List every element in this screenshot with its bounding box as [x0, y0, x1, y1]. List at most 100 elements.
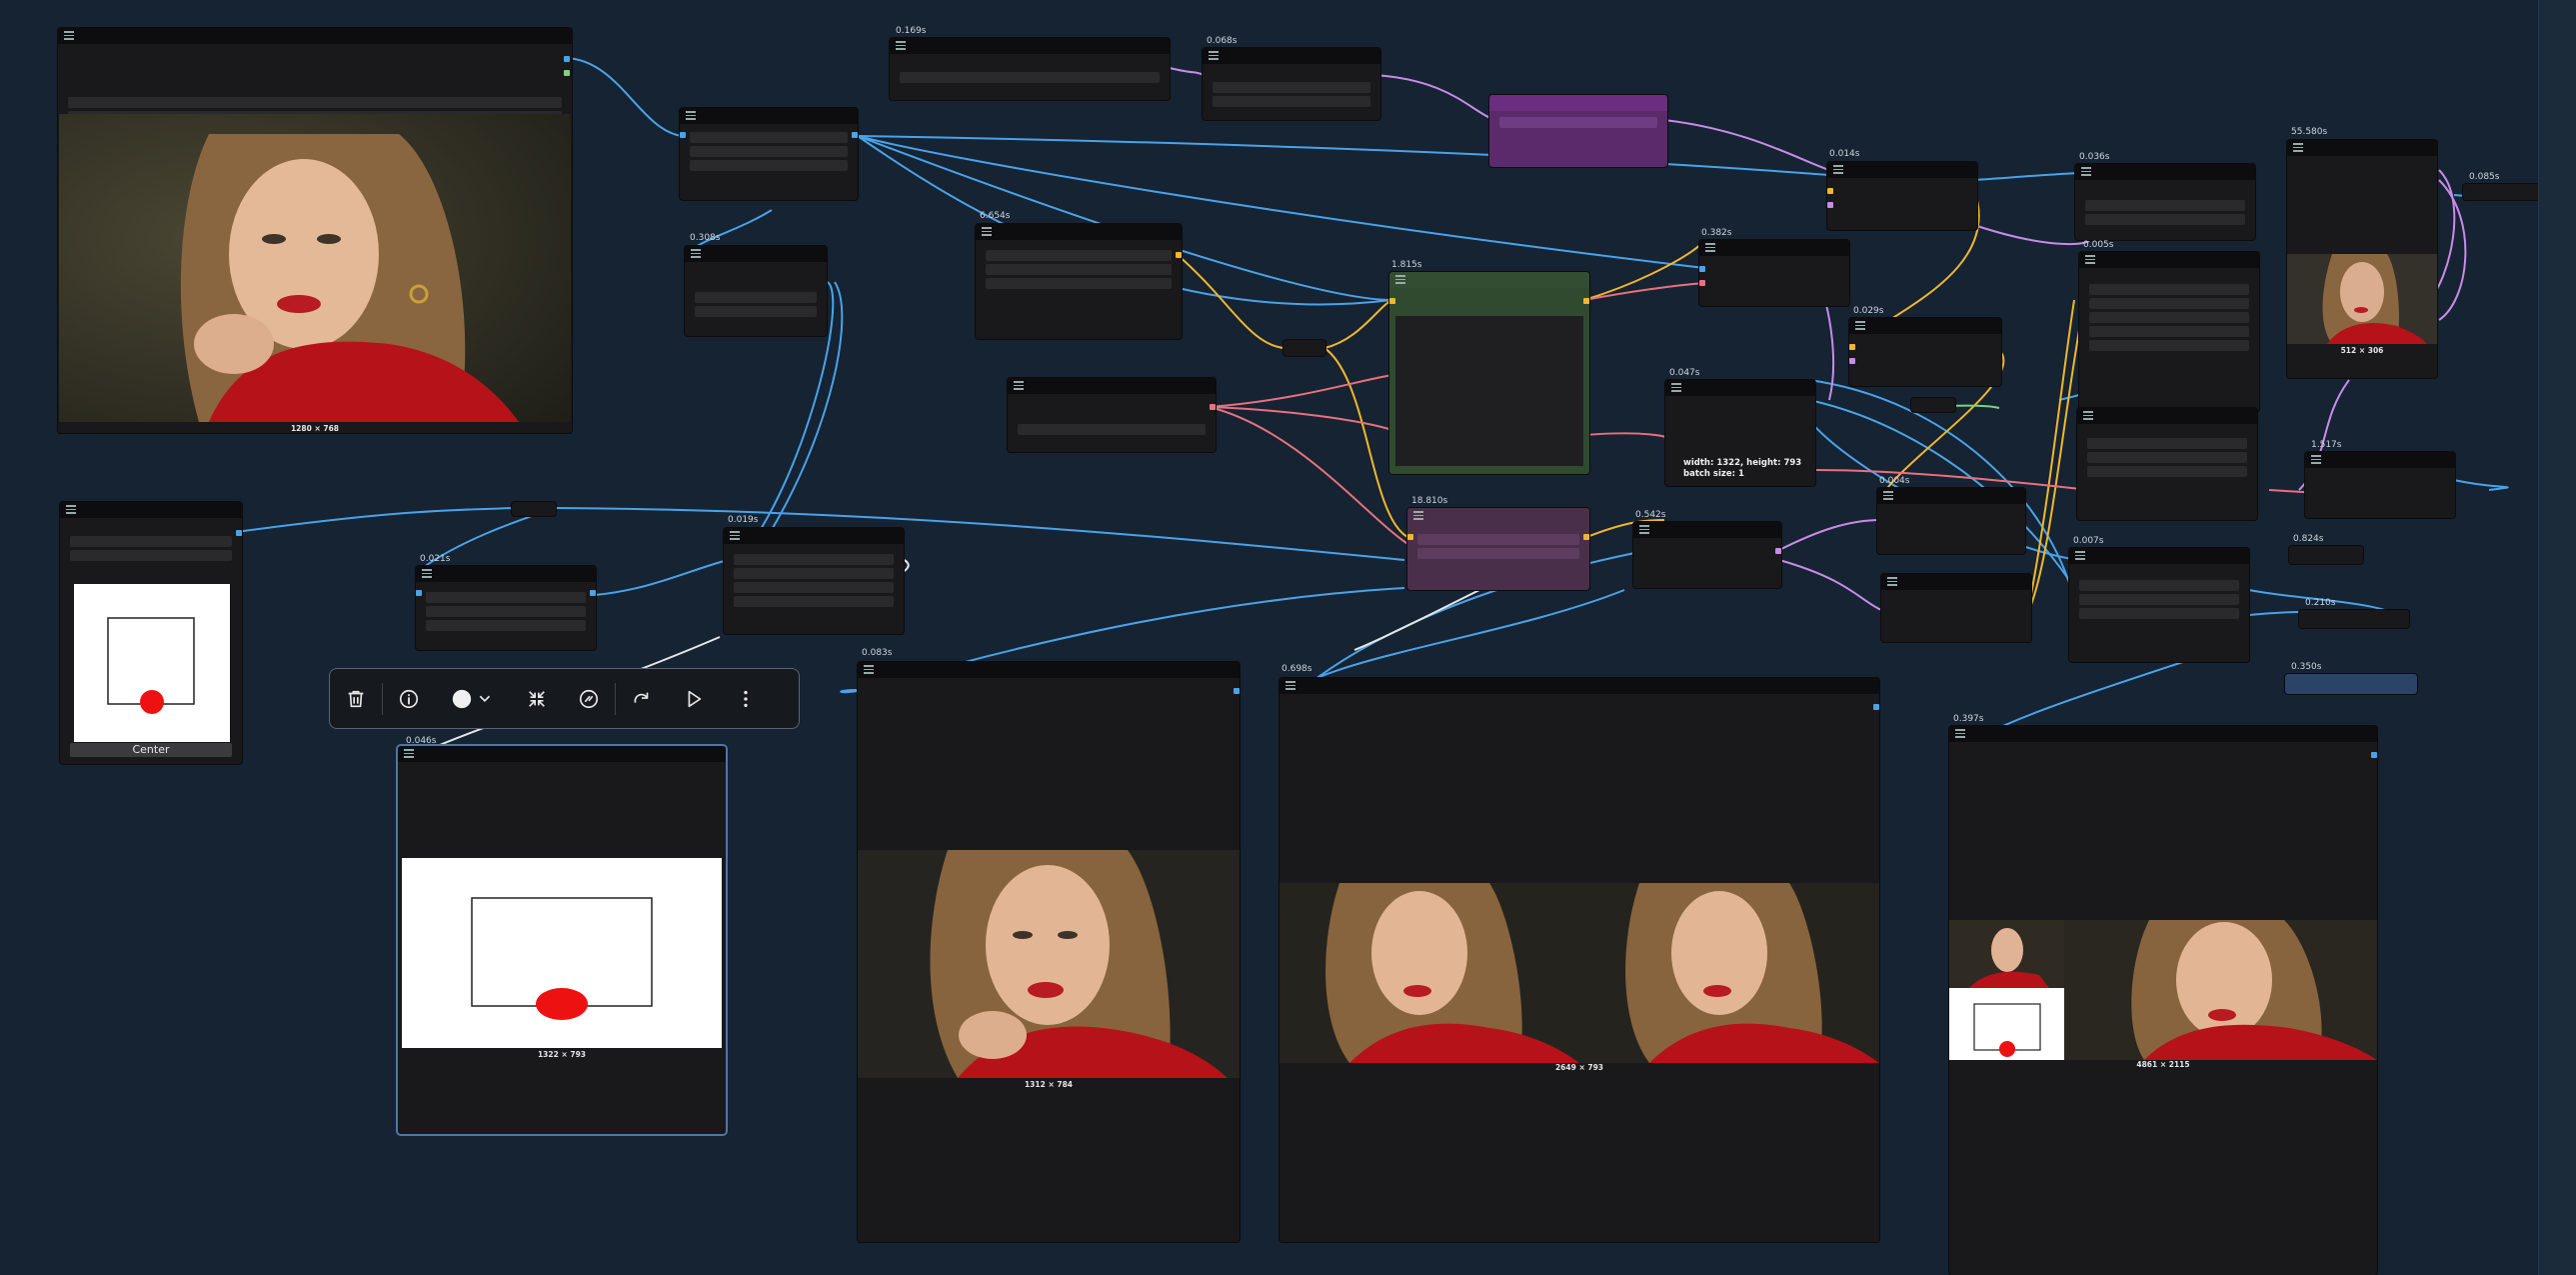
- menu-icon[interactable]: [1833, 165, 1843, 174]
- node-header[interactable]: [2305, 452, 2455, 468]
- menu-icon[interactable]: [1395, 275, 1405, 284]
- output-port[interactable]: [1234, 688, 1240, 694]
- node-header[interactable]: [1389, 272, 1589, 288]
- mask-center-button[interactable]: Center: [70, 743, 232, 757]
- node-header[interactable]: [1665, 380, 1815, 396]
- menu-icon[interactable]: [730, 531, 740, 540]
- right-node-e[interactable]: [1633, 522, 1781, 588]
- menu-icon[interactable]: [2083, 411, 2093, 420]
- node-widget[interactable]: [690, 146, 848, 157]
- node-header[interactable]: [2077, 408, 2257, 424]
- menu-icon[interactable]: [896, 41, 906, 50]
- green-group-node[interactable]: [1389, 272, 1589, 474]
- output-port[interactable]: [236, 530, 242, 536]
- node-header[interactable]: [2075, 164, 2255, 180]
- output-port[interactable]: [852, 132, 858, 138]
- edge-node[interactable]: [2463, 184, 2539, 200]
- node-widget[interactable]: [690, 132, 848, 143]
- node-header[interactable]: [724, 528, 904, 544]
- menu-icon[interactable]: [1705, 243, 1715, 252]
- node-widget[interactable]: [2089, 340, 2249, 351]
- delete-button[interactable]: [338, 681, 374, 717]
- right-node-f[interactable]: [1881, 574, 2031, 642]
- top-node-a[interactable]: [890, 38, 1170, 100]
- node-widget[interactable]: [426, 606, 586, 617]
- far-node-e[interactable]: [2305, 452, 2455, 518]
- menu-icon[interactable]: [1955, 729, 1965, 738]
- node-header[interactable]: [1633, 522, 1781, 538]
- node-widget[interactable]: [2085, 214, 2245, 225]
- far-node-c[interactable]: [2077, 408, 2257, 520]
- menu-icon[interactable]: [1855, 321, 1865, 330]
- more-options-button[interactable]: [728, 681, 764, 717]
- node-widget[interactable]: [2089, 312, 2249, 323]
- compare-preview-node[interactable]: 2649 × 793: [1280, 678, 1879, 1242]
- right-node-b[interactable]: [1827, 162, 1977, 230]
- node-widget[interactable]: [734, 568, 894, 579]
- node-header[interactable]: [398, 746, 726, 762]
- right-node-d[interactable]: [1877, 488, 2025, 554]
- node-widget[interactable]: [1499, 117, 1657, 128]
- node-header[interactable]: [2079, 252, 2259, 268]
- node-header[interactable]: [1827, 162, 1977, 178]
- node-widget[interactable]: [2087, 452, 2247, 463]
- node-widget[interactable]: [695, 292, 817, 303]
- rerun-button[interactable]: [624, 681, 660, 717]
- node-widget[interactable]: [986, 264, 1172, 275]
- far-node-d[interactable]: [2069, 548, 2249, 662]
- node-header[interactable]: [1877, 488, 2025, 504]
- purple-group-node[interactable]: [1407, 508, 1589, 590]
- sampler-node[interactable]: [976, 224, 1182, 339]
- node-widget[interactable]: [2085, 200, 2245, 211]
- conditioning-node[interactable]: [1008, 378, 1216, 452]
- menu-icon[interactable]: [2075, 551, 2085, 560]
- menu-icon[interactable]: [1883, 491, 1893, 500]
- image-size-node[interactable]: width: 1322, height: 793 batch size: 1: [1665, 380, 1815, 486]
- menu-icon[interactable]: [66, 505, 76, 514]
- input-port[interactable]: [416, 590, 422, 596]
- node-header[interactable]: [2287, 140, 2437, 156]
- node-widget[interactable]: [900, 72, 1160, 83]
- upscale-preview-node[interactable]: 512 × 306: [2287, 140, 2437, 378]
- node-header[interactable]: [680, 108, 858, 124]
- node-widget[interactable]: [986, 278, 1172, 289]
- input-port[interactable]: [1849, 358, 1855, 364]
- output-port[interactable]: [2371, 752, 2377, 758]
- violet-group-node[interactable]: [1489, 95, 1667, 167]
- node-widget[interactable]: [690, 160, 848, 171]
- collapse-button[interactable]: [519, 681, 555, 717]
- reroute-node[interactable]: [512, 502, 556, 516]
- node-widget[interactable]: [734, 554, 894, 565]
- node-widget[interactable]: [70, 536, 232, 547]
- info-button[interactable]: [391, 681, 427, 717]
- right-node-c[interactable]: [1849, 318, 2001, 386]
- menu-icon[interactable]: [1887, 577, 1897, 586]
- output-port[interactable]: [1176, 252, 1182, 258]
- node-widget[interactable]: [426, 620, 586, 631]
- node-widget[interactable]: [734, 582, 894, 593]
- right-node-a[interactable]: [1699, 240, 1849, 306]
- mask-canvas[interactable]: [74, 584, 230, 742]
- output-port[interactable]: [1873, 704, 1879, 710]
- inpaint-preview-node[interactable]: 1322 × 793: [398, 746, 726, 1134]
- preview-node[interactable]: [685, 246, 827, 336]
- node-widget[interactable]: [1213, 82, 1370, 93]
- crop-node[interactable]: [724, 528, 904, 634]
- node-widget[interactable]: [2089, 298, 2249, 309]
- menu-icon[interactable]: [1413, 511, 1423, 520]
- node-widget[interactable]: [695, 306, 817, 317]
- node-widget[interactable]: [1213, 96, 1370, 107]
- far-node-a[interactable]: [2075, 164, 2255, 240]
- menu-icon[interactable]: [422, 569, 432, 578]
- far-node-f[interactable]: [2289, 546, 2363, 564]
- mask-editor-node[interactable]: Center: [60, 502, 242, 764]
- node-header[interactable]: [858, 662, 1240, 678]
- node-widget[interactable]: [2079, 608, 2239, 619]
- result-preview-node[interactable]: 4861 × 2115: [1949, 726, 2377, 1275]
- node-header[interactable]: [1203, 48, 1380, 64]
- node-widget[interactable]: [1018, 424, 1206, 435]
- node-widget[interactable]: [2089, 326, 2249, 337]
- load-image-node[interactable]: 1280 × 768: [58, 28, 572, 433]
- bypass-button[interactable]: [571, 681, 607, 717]
- menu-icon[interactable]: [864, 665, 874, 674]
